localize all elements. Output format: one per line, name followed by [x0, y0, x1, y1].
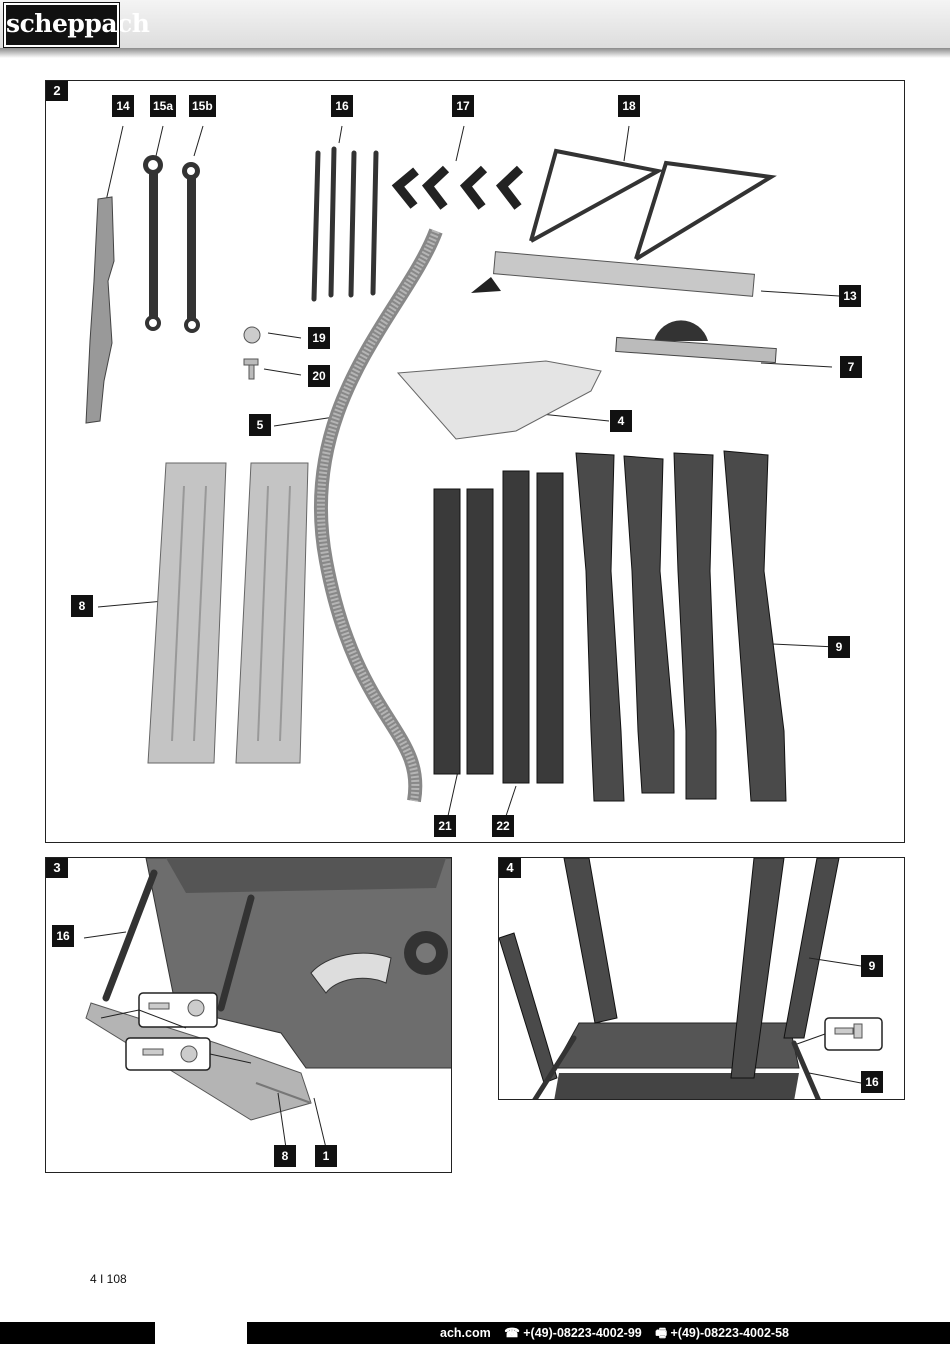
- part-label-16: 16: [52, 925, 74, 947]
- part-label-15b: 15b: [189, 95, 216, 117]
- footer-website[interactable]: ach.com: [440, 1326, 491, 1340]
- figure-3-number: 3: [46, 858, 68, 878]
- part-label-22: 22: [492, 815, 514, 837]
- part-label-8: 8: [274, 1145, 296, 1167]
- part-label-20: 20: [308, 365, 330, 387]
- page-number: 4 I 108: [90, 1272, 127, 1286]
- figure-2-number: 2: [46, 81, 68, 101]
- page-header: [0, 0, 950, 50]
- part-label-1: 1: [315, 1145, 337, 1167]
- footer-contact: ach.com ☎ +(49)-08223-4002-99 🖷 +(49)-08…: [440, 1322, 799, 1344]
- footer-fax: 🖷 +(49)-08223-4002-58: [655, 1326, 789, 1340]
- figure-4-panel: 4 9 16: [498, 857, 905, 1100]
- part-label-7: 7: [840, 356, 862, 378]
- part-label-4: 4: [610, 410, 632, 432]
- suction-hose: [313, 228, 443, 803]
- part-label-9: 9: [861, 955, 883, 977]
- part-label-9: 9: [828, 636, 850, 658]
- part-label-14: 14: [112, 95, 134, 117]
- part-label-15a: 15a: [150, 95, 177, 117]
- part-label-16: 16: [331, 95, 353, 117]
- figure-2-panel: 2: [45, 80, 905, 843]
- footer-phone: ☎ +(49)-08223-4002-99: [504, 1326, 642, 1340]
- part-label-13: 13: [839, 285, 861, 307]
- header-shadow: [0, 48, 950, 58]
- part-label-5: 5: [249, 414, 271, 436]
- part-label-21: 21: [434, 815, 456, 837]
- part-label-8: 8: [71, 595, 93, 617]
- part-label-18: 18: [618, 95, 640, 117]
- footer-gap: [155, 1322, 247, 1344]
- figure-4-number: 4: [499, 858, 521, 878]
- blade-guard: [396, 360, 602, 440]
- part-label-16: 16: [861, 1071, 883, 1093]
- figure-3-assembly-illustration: [83, 858, 451, 1149]
- page-footer: ach.com ☎ +(49)-08223-4002-99 🖷 +(49)-08…: [0, 1322, 950, 1344]
- figure-3-panel: 3 16 8 1: [45, 857, 452, 1173]
- rip-fence: [492, 251, 756, 297]
- figure-2-parts-illustration: [85, 125, 840, 817]
- figure-4-assembly-illustration: [499, 858, 883, 1099]
- push-stick: [85, 196, 115, 424]
- part-label-17: 17: [452, 95, 474, 117]
- brand-logo: scheppach: [3, 2, 150, 48]
- part-label-19: 19: [308, 327, 330, 349]
